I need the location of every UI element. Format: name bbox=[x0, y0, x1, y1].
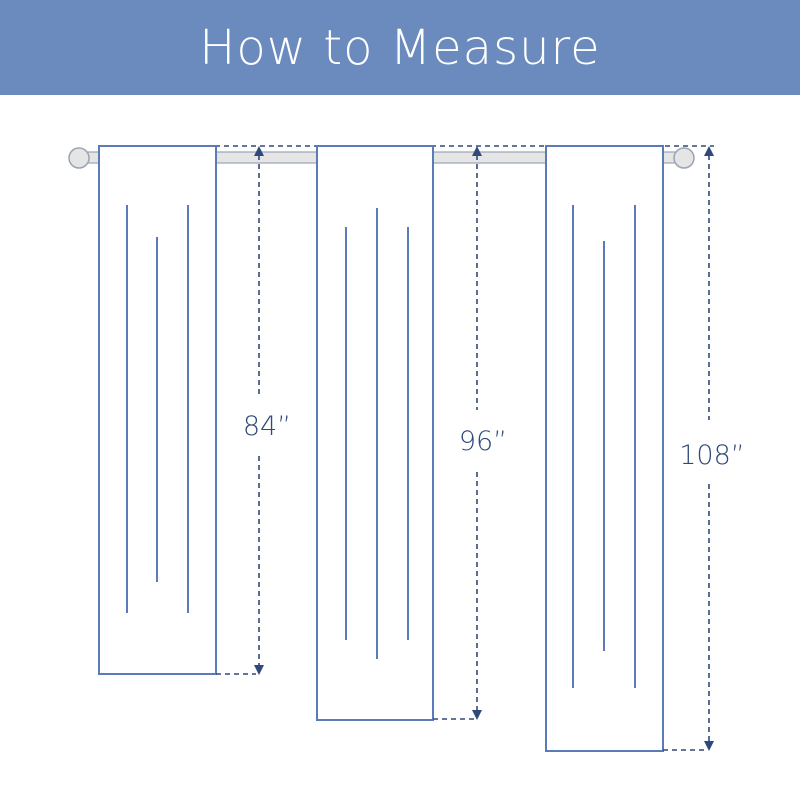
page-title: How to Measure bbox=[199, 19, 601, 76]
measurement-label: 108” bbox=[679, 440, 745, 471]
measurement-label: 96” bbox=[459, 426, 507, 457]
arrow-up-icon bbox=[254, 146, 264, 156]
rod-finial-right bbox=[673, 147, 695, 169]
curtain-panel-84 bbox=[98, 145, 217, 675]
arrow-down-icon bbox=[704, 741, 714, 751]
panel-outline bbox=[316, 145, 434, 721]
arrow-up-icon bbox=[704, 146, 714, 156]
measurement-84: 84” bbox=[216, 146, 291, 675]
measurement-108: 108” bbox=[663, 146, 745, 751]
curtain-panel-108 bbox=[545, 145, 664, 752]
measurement-96: 96” bbox=[433, 146, 507, 720]
measurement-label: 84” bbox=[243, 411, 291, 442]
header-banner: How to Measure bbox=[0, 0, 800, 95]
arrow-up-icon bbox=[472, 146, 482, 156]
curtain-panel-96 bbox=[316, 145, 434, 721]
rod-finial-left bbox=[68, 147, 90, 169]
arrow-down-icon bbox=[472, 710, 482, 720]
arrow-down-icon bbox=[254, 665, 264, 675]
